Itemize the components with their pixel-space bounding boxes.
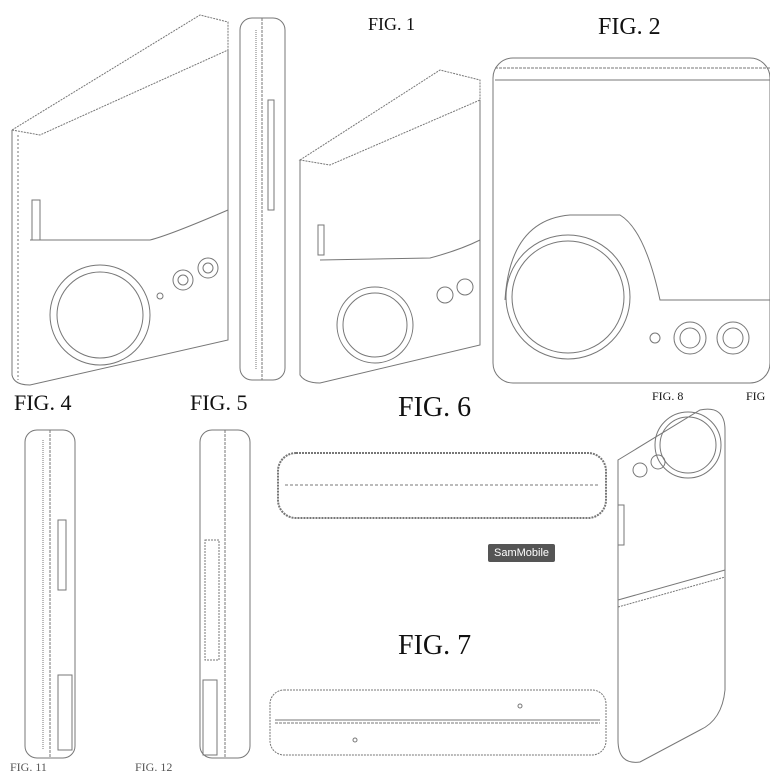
- fig8-label: FIG. 8: [652, 389, 684, 403]
- watermark: SamMobile: [488, 544, 556, 562]
- phone-top-fig6: [277, 452, 607, 519]
- fig12-label: FIG. 12: [135, 760, 173, 774]
- fig6-label: FIG. 6: [398, 392, 472, 423]
- phone-perspective-fig1: [298, 69, 481, 384]
- phone-perspective-large: [10, 14, 229, 386]
- phone-side-fig4: [24, 429, 76, 759]
- phone-perspective-fig8: [617, 408, 726, 763]
- fig-cut-label: FIG: [746, 389, 766, 403]
- phone-front-fig2: [492, 57, 770, 384]
- phone-side-fig5: [199, 429, 251, 759]
- fig7-label: FIG. 7: [398, 630, 472, 661]
- fig2-label: FIG. 2: [598, 14, 661, 40]
- phone-bottom-fig7: [269, 689, 607, 756]
- phone-side-view-1: [239, 17, 286, 381]
- fig4-label: FIG. 4: [14, 390, 72, 415]
- fig5-label: FIG. 5: [190, 390, 248, 415]
- fig11-label: FIG. 11: [10, 760, 47, 774]
- fig1-label: FIG. 1: [368, 14, 416, 34]
